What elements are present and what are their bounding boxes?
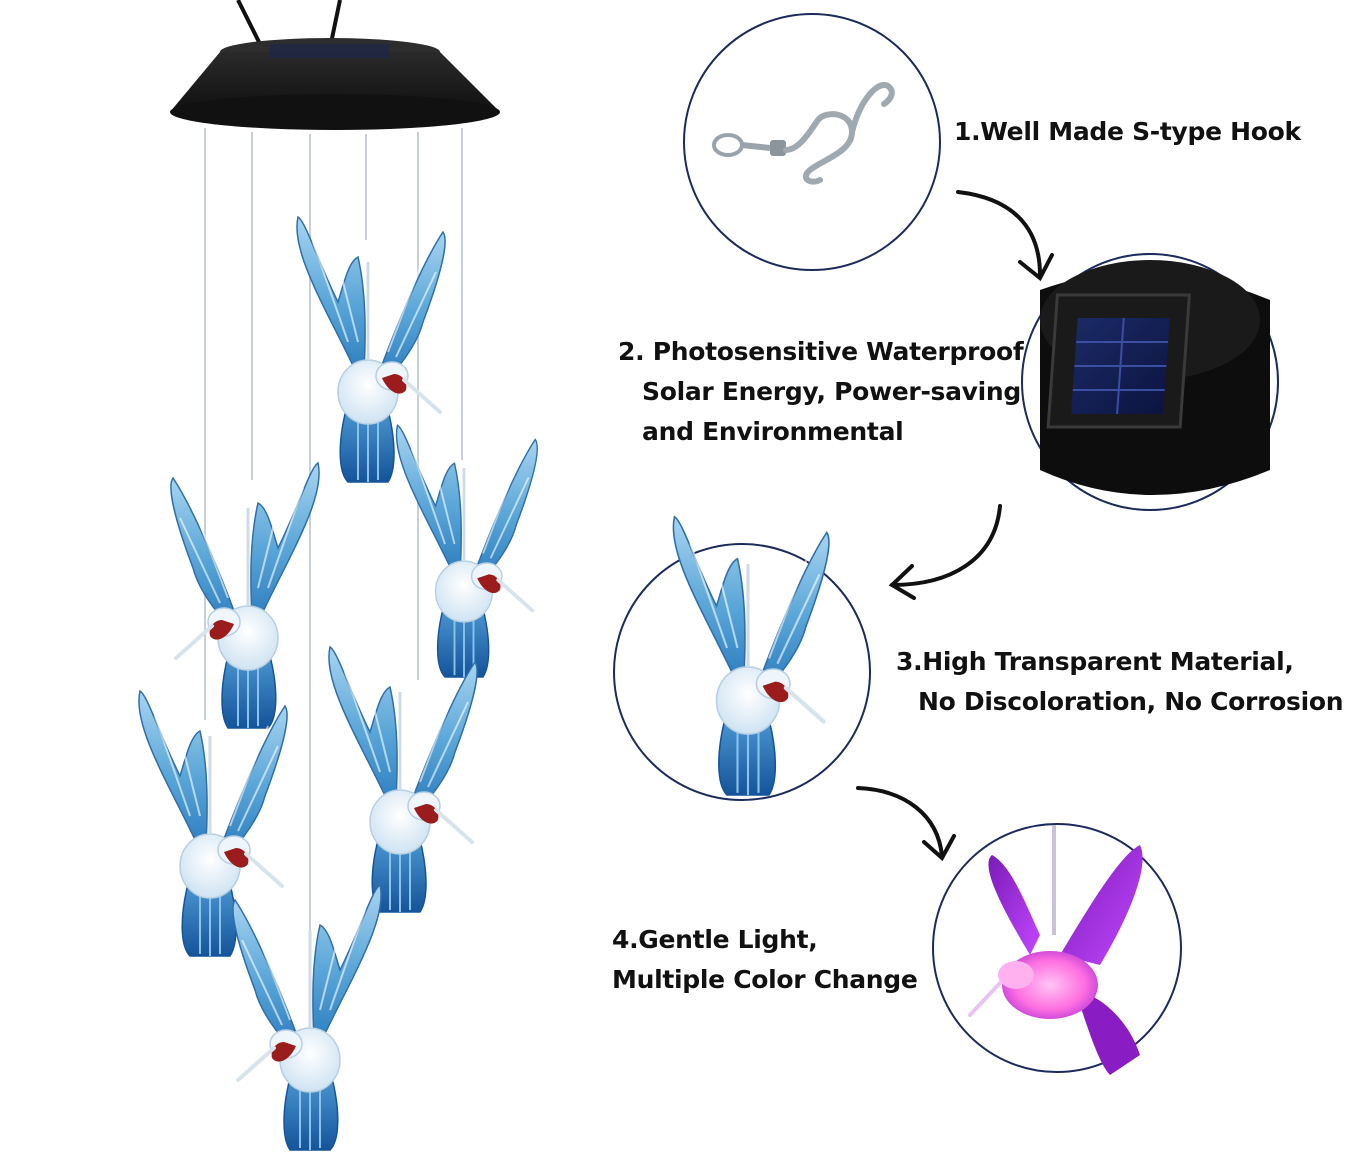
feature-3-label: 3.High Transparent Material, No Discolor…: [896, 642, 1344, 722]
feature-2-line-3: and Environmental: [642, 417, 904, 446]
hummingbird-icon: [230, 883, 384, 1152]
feature-4-line-1: 4.Gentle Light,: [612, 925, 818, 954]
hummingbird-icon: [136, 689, 290, 958]
hummingbird-icon: [326, 645, 480, 914]
feature-3-line-2: No Discoloration, No Corrosion: [918, 687, 1344, 716]
light-detail-circle: [932, 823, 1182, 1075]
feature-3-line-1: 3.High Transparent Material,: [896, 647, 1294, 676]
feature-2-line-1: 2. Photosensitive Waterproof: [618, 337, 1024, 366]
material-detail-circle: [613, 517, 871, 801]
feature-2-line-2: Solar Energy, Power-saving: [642, 377, 1022, 406]
arrow-curve-icon: [888, 504, 1002, 600]
arrow-curve-icon: [856, 786, 956, 862]
hummingbird-icon: [168, 461, 322, 730]
wind-chime-image: [136, 0, 540, 1152]
feature-4-label: 4.Gentle Light, Multiple Color Change: [612, 920, 918, 1000]
feature-1-line-1: 1.Well Made S-type Hook: [954, 117, 1301, 146]
feature-2-label: 2. Photosensitive Waterproof Solar Energ…: [618, 332, 1024, 452]
hummingbird-icon: [294, 215, 448, 484]
solar-detail-circle: [1021, 253, 1279, 511]
feature-1-label: 1.Well Made S-type Hook: [954, 112, 1301, 152]
feature-4-line-2: Multiple Color Change: [612, 965, 918, 994]
led-hummingbird-icon: [968, 825, 1143, 1075]
hook-detail-circle: [683, 13, 941, 271]
arrow-curve-icon: [956, 190, 1054, 282]
solar-panel-icon: [1046, 293, 1191, 429]
s-hook-icon: [712, 81, 895, 185]
